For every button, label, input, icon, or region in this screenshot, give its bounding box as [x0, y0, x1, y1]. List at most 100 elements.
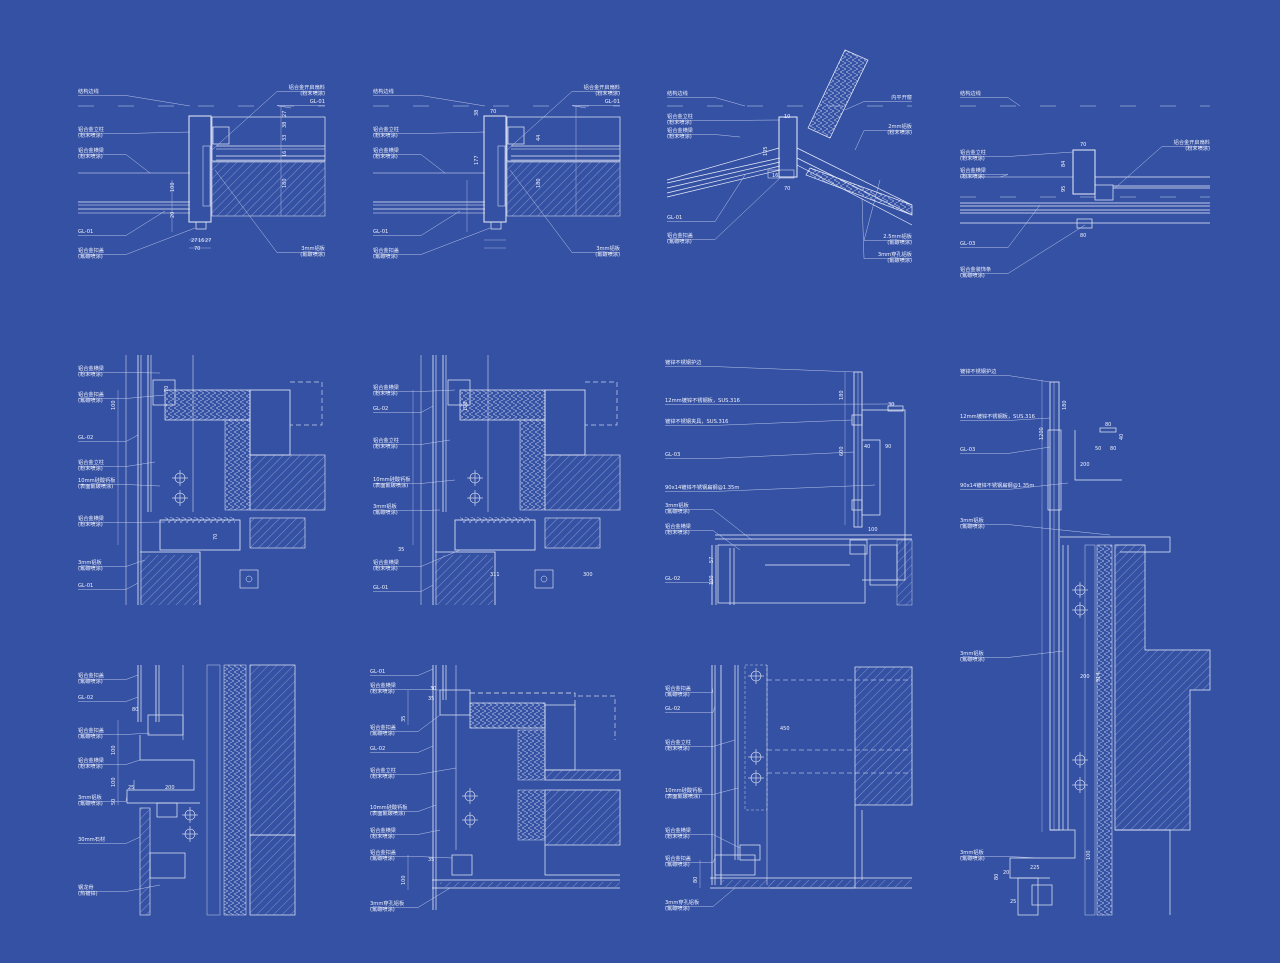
- dimension-label: 100: [111, 777, 117, 787]
- leader-line: [509, 169, 620, 253]
- callout-finish: (粉末喷涂): [78, 154, 103, 161]
- dimension-label: 35: [428, 696, 435, 702]
- dimension-label: 70: [194, 246, 201, 252]
- callout-material: 3mm铝板: [960, 850, 984, 856]
- leader-line: [373, 439, 451, 445]
- callout-label: GL-03: [960, 241, 975, 247]
- callout-material: 铝合金横梁: [665, 828, 691, 834]
- callout-finish: (氟碳喷涂): [960, 856, 985, 863]
- callout-finish: (粉末喷涂): [665, 530, 690, 537]
- dimension-label: 16: [282, 150, 288, 157]
- callout-finish: (氟碳喷涂): [960, 524, 985, 531]
- dimension-label: 25: [1010, 899, 1017, 905]
- leader-line: [214, 169, 325, 253]
- callout-label: 10mm硅酸钙板(表面氟碳喷涂): [373, 477, 410, 490]
- leader-line: [960, 174, 1009, 178]
- leader-line: [370, 668, 434, 676]
- dimension-label: 100: [111, 745, 117, 755]
- leader-line: [665, 484, 876, 492]
- callout-material: 铝合金横梁: [665, 524, 691, 530]
- callout-label: GL-01: [310, 99, 325, 105]
- leader-line: [960, 650, 1064, 658]
- leader-line: [78, 674, 139, 680]
- detail-panel-4: [960, 105, 1210, 229]
- callout-finish: (表面氟碳喷涂): [665, 794, 701, 801]
- callout-label: GL-01: [373, 585, 388, 591]
- dimension-label: 20: [1003, 870, 1010, 876]
- callout-label: 3mm铝板(氟碳喷涂): [960, 850, 985, 863]
- leader-line: [863, 179, 912, 241]
- leader-line: [78, 484, 161, 487]
- callout-material: GL-02: [665, 576, 681, 582]
- callout-label: 结构边线: [78, 89, 99, 95]
- callout-finish: (表面氟碳喷涂): [373, 483, 409, 490]
- callout-finish: (氟碳喷涂): [887, 240, 912, 247]
- leader-line: [667, 97, 746, 107]
- leader-line: [276, 105, 325, 109]
- callout-material: 铝合金开启扇料: [583, 85, 620, 91]
- callout-finish: (氟碳喷涂): [887, 258, 912, 265]
- callout-label: 铝合金扣盖(氟碳喷涂): [370, 850, 396, 863]
- callout-material: 结构边线: [373, 89, 394, 95]
- dimension-label: 100: [709, 575, 715, 585]
- leader-line: [370, 689, 441, 691]
- callout-material: 12mm镀锌不锈钢板，SUS.316: [960, 414, 1035, 420]
- callout-material: 铝合金扣盖: [665, 856, 691, 862]
- callout-label: 镀锌不锈钢护边: [665, 360, 701, 366]
- callout-label: GL-02: [373, 406, 388, 412]
- callout-label: 铝合金扣盖(氟碳喷涂): [78, 673, 104, 686]
- callout-material: 铝合金横梁: [78, 516, 104, 522]
- callout-label: 铝合金立柱(粉末喷涂): [78, 460, 104, 473]
- callout-material: 铝合金横梁: [78, 366, 104, 372]
- leader-line: [78, 884, 161, 892]
- leader-line: [78, 461, 156, 467]
- callout-label: GL-02: [78, 435, 93, 441]
- callout-label: 铝合金扣盖(氟碳喷涂): [665, 686, 691, 699]
- callout-label: GL-02: [78, 695, 93, 701]
- dimension-label: 33: [282, 134, 288, 141]
- detail-panel-3: [666, 49, 913, 226]
- callout-label: 铝合金立柱(粉末喷涂): [667, 114, 693, 127]
- leader-line: [370, 856, 453, 859]
- dimension-label: 50: [1095, 446, 1102, 452]
- leader-line: [78, 154, 151, 174]
- dimension-label: 100: [1086, 850, 1092, 860]
- callout-material: GL-01: [373, 229, 389, 235]
- callout-material: 90x14镀锌不锈钢扁钢@1.35m: [665, 485, 740, 491]
- dimension-label: 80: [994, 873, 1000, 880]
- callout-material: 12mm镀锌不锈钢板，SUS.316: [665, 398, 740, 404]
- leader-line: [665, 787, 739, 795]
- callout-material: 3mm铝板: [301, 246, 325, 252]
- callout-material: 铝合金横梁: [78, 758, 104, 764]
- callout-finish: (氟碳喷涂): [595, 252, 620, 259]
- dimension-label: 90: [885, 444, 892, 450]
- callout-material: 10mm硅酸钙板: [373, 477, 411, 483]
- callout-finish: (氟碳喷涂): [665, 862, 690, 869]
- callout-material: 铝合金扣盖: [373, 248, 399, 254]
- dimension-label: 30: [430, 686, 437, 692]
- callout-finish: (粉末喷涂): [960, 156, 985, 163]
- callout-material: 铝合金立柱: [78, 127, 104, 133]
- callout-material: GL-01: [604, 99, 620, 105]
- callout-material: 铝合金扣盖: [78, 248, 104, 254]
- leader-line: [854, 130, 912, 151]
- callout-material: 镀锌不锈钢夹具，SUS.316: [665, 419, 729, 425]
- dimension-label: 70: [213, 533, 219, 540]
- callout-label: 3mm铝板(氟碳喷涂): [960, 651, 985, 664]
- dimension-label: 200: [165, 785, 175, 791]
- callout-label: GL-01: [667, 215, 682, 221]
- dimension-label: 80: [693, 876, 699, 883]
- callout-label: 结构边线: [667, 91, 688, 97]
- callout-material: 3mm铝板: [596, 246, 620, 252]
- callout-label: GL-01: [605, 99, 620, 105]
- callout-finish: (热镀锌): [78, 891, 98, 898]
- callout-label: 铝合金横梁(粉末喷涂): [78, 758, 104, 771]
- callout-label: 铝合金横梁(粉末喷涂): [373, 560, 399, 573]
- callout-label: 3mm铝板(氟碳喷涂): [665, 503, 690, 516]
- leader-line: [665, 575, 714, 583]
- callout-label: 铝合金横梁(粉末喷涂): [373, 148, 399, 161]
- dimension-label: 38: [474, 109, 480, 116]
- callout-finish: (粉末喷涂): [667, 134, 692, 141]
- callout-label: GL-02: [665, 706, 680, 712]
- callout-finish: (粉末喷涂): [1185, 146, 1210, 153]
